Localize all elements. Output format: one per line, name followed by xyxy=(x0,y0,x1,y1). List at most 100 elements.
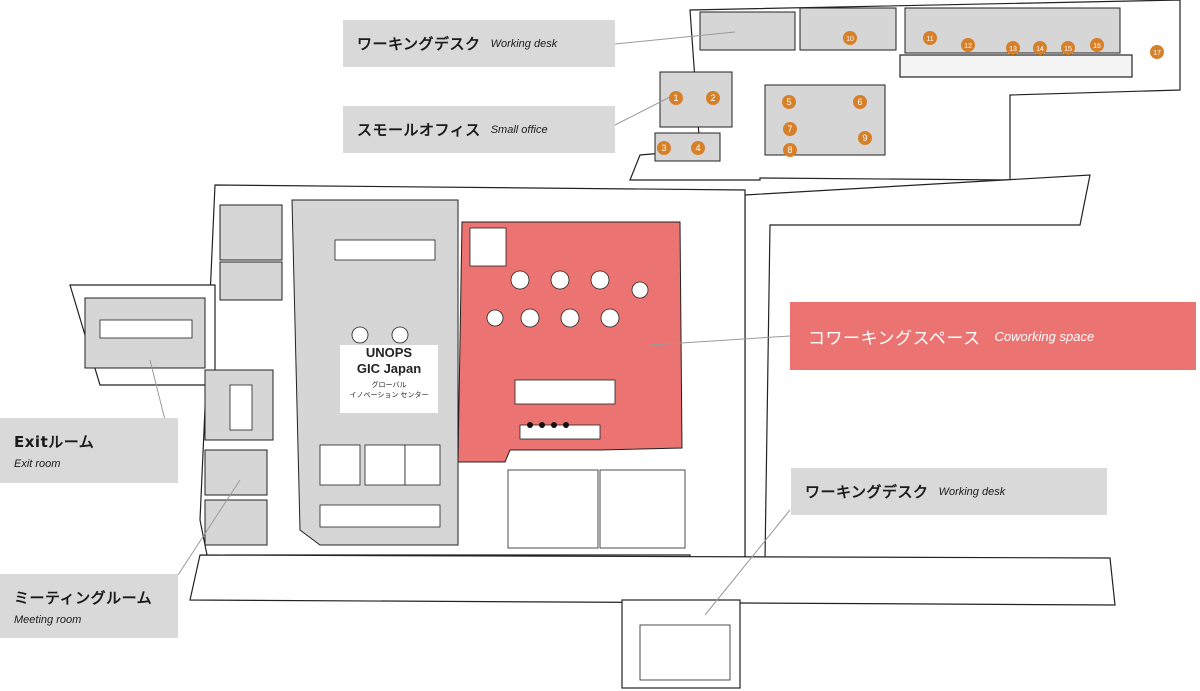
office-marker-circle xyxy=(1090,38,1104,52)
office-marker-12: 12 xyxy=(961,38,975,52)
meeting-room-b xyxy=(204,449,268,496)
label-jp: ミーティングルーム xyxy=(14,588,153,607)
office-marker-1: 1 xyxy=(669,91,683,105)
desk-bank-a xyxy=(319,444,361,486)
label-jp: ワーキングデスク xyxy=(805,483,929,501)
label-coworking: コワーキングスペース Coworking space xyxy=(790,302,1196,370)
label-en: Small office xyxy=(490,123,548,136)
office-marker-number: 15 xyxy=(1064,46,1072,53)
office-marker-circle xyxy=(782,95,796,109)
office-marker-circle xyxy=(1006,41,1020,55)
leader-working-desk-top xyxy=(614,31,736,45)
desk-bank-c xyxy=(404,444,441,486)
gic-center-label: UNOPS GIC Japan グローバル イノベーション センター xyxy=(340,345,438,413)
long-table xyxy=(514,379,616,405)
office-marker-circle xyxy=(691,141,705,155)
bottom-corridor xyxy=(189,554,1116,606)
round-table xyxy=(600,308,620,328)
label-en: Meeting room xyxy=(14,613,82,626)
office-marker-13: 13 xyxy=(1006,41,1020,55)
office-marker-circle xyxy=(843,31,857,45)
gic-line1: UNOPS xyxy=(365,345,413,360)
office-marker-number: 1 xyxy=(673,93,678,103)
office-marker-number: 12 xyxy=(964,43,972,50)
gic-line3: グローバル xyxy=(371,381,407,389)
label-working-desk-bottom: ワーキングデスク Working desk xyxy=(791,468,1107,515)
office-marker-circle xyxy=(783,143,797,157)
office-marker-number: 8 xyxy=(787,145,792,155)
bottom-desks xyxy=(639,624,731,681)
office-marker-15: 15 xyxy=(1061,41,1075,55)
office-marker-4: 4 xyxy=(691,141,705,155)
office-marker-circle xyxy=(1061,41,1075,55)
label-jp: コワーキングスペース xyxy=(808,328,981,349)
round-table xyxy=(351,326,369,344)
round-table xyxy=(550,270,570,290)
office-marker-6: 6 xyxy=(853,95,867,109)
office-marker-circle xyxy=(657,141,671,155)
desk-row-b xyxy=(319,504,441,528)
office-marker-circle xyxy=(961,38,975,52)
leader-coworking xyxy=(649,335,791,346)
round-table xyxy=(560,308,580,328)
office-marker-16: 16 xyxy=(1090,38,1104,52)
office-marker-number: 10 xyxy=(846,36,854,43)
stool xyxy=(539,422,545,428)
office-marker-number: 16 xyxy=(1093,43,1101,50)
label-en: Working desk xyxy=(490,37,558,50)
label-working-desk-top: ワーキングデスク Working desk xyxy=(343,20,615,67)
office-marker-9: 9 xyxy=(858,131,872,145)
stool xyxy=(563,422,569,428)
label-meeting-room: ミーティングルーム Meeting room xyxy=(0,574,178,638)
office-marker-number: 11 xyxy=(926,36,933,43)
round-table xyxy=(590,270,610,290)
desk-bank-b xyxy=(364,444,406,486)
gic-line4: イノベーション センター xyxy=(349,391,429,399)
office-marker-number: 17 xyxy=(1153,50,1161,57)
lower-room xyxy=(507,469,599,549)
exit-table xyxy=(99,319,193,339)
stool xyxy=(551,422,557,428)
office-marker-3: 3 xyxy=(657,141,671,155)
desk-row-a xyxy=(334,239,436,261)
office-marker-number: 14 xyxy=(1036,46,1044,53)
office-marker-circle xyxy=(706,91,720,105)
left-room-b xyxy=(219,261,283,301)
office-marker-number: 5 xyxy=(786,97,791,107)
upper-corridor xyxy=(899,54,1133,78)
office-marker-number: 7 xyxy=(787,124,792,134)
office-marker-number: 6 xyxy=(857,97,862,107)
label-jp: スモールオフィス xyxy=(357,121,481,139)
office-marker-circle xyxy=(853,95,867,109)
leader-small-office xyxy=(614,96,671,126)
label-jp: ワーキングデスク xyxy=(357,35,481,53)
office-marker-10: 10 xyxy=(843,31,857,45)
sofa xyxy=(469,227,507,267)
meeting-table xyxy=(229,384,253,431)
office-marker-number: 13 xyxy=(1009,46,1017,53)
counter xyxy=(519,424,601,440)
round-table xyxy=(486,309,504,327)
office-marker-14: 14 xyxy=(1033,41,1047,55)
label-en: Working desk xyxy=(938,485,1006,498)
stool xyxy=(527,422,533,428)
office-marker-circle xyxy=(669,91,683,105)
office-marker-number: 9 xyxy=(862,133,867,143)
office-marker-circle xyxy=(858,131,872,145)
office-marker-circle xyxy=(923,31,937,45)
office-marker-5: 5 xyxy=(782,95,796,109)
label-en: Exit room xyxy=(14,458,61,470)
label-small-office: スモールオフィス Small office xyxy=(343,106,615,153)
office-marker-2: 2 xyxy=(706,91,720,105)
upper-desks-c xyxy=(699,11,796,51)
leader-exit xyxy=(149,359,166,421)
round-table xyxy=(510,270,530,290)
office-marker-circle xyxy=(1033,41,1047,55)
office-marker-11: 11 xyxy=(923,31,937,45)
label-en: Coworking space xyxy=(994,328,1095,344)
leader-working-desk-bottom xyxy=(704,509,791,616)
round-table xyxy=(391,326,409,344)
